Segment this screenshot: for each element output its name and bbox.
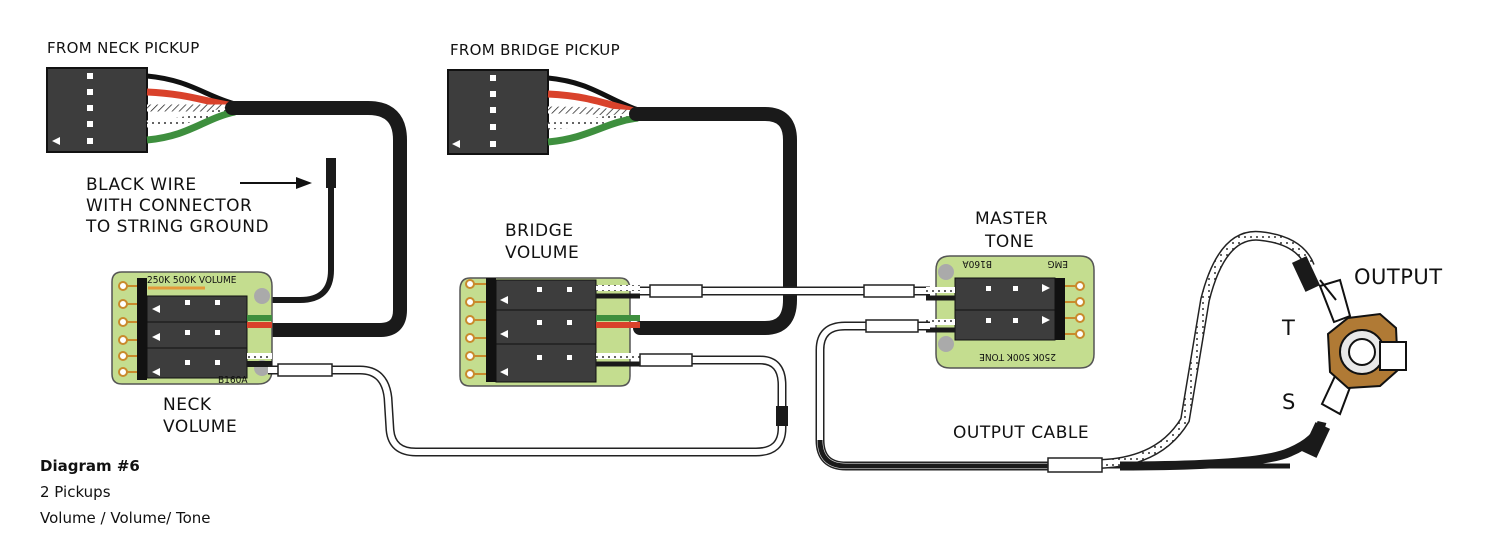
bridge-pickup-cable [629, 107, 797, 335]
neck-pot-spec-text: 250K 500K VOLUME [147, 275, 237, 286]
black-wire-label-3: TO STRING GROUND [85, 217, 269, 237]
tone-pot-brand: EMG [1048, 258, 1068, 269]
bridge-pickup-label: FROM BRIDGE PICKUP [450, 41, 620, 59]
neck-pot-terminals [118, 281, 137, 377]
legend-title: Diagram #6 [40, 457, 140, 475]
string-ground-wire [259, 167, 334, 303]
black-wire-label-2: WITH CONNECTOR [86, 196, 252, 216]
output-cable-shield [1099, 230, 1315, 469]
master-tone-label-2: TONE [984, 232, 1034, 252]
neck-pickup-wires [146, 73, 236, 144]
black-wire-label-1: BLACK WIRE [86, 175, 197, 195]
tone-pot-spec-text: 250K 500K TONE [979, 351, 1056, 362]
neck-pickup-cable [225, 101, 407, 337]
neck-pot-code: B160A [218, 375, 248, 386]
master-tone-pot: B160A EMG 250K 500K TONE [935, 255, 1095, 369]
neck-volume-label-2: VOLUME [163, 417, 237, 437]
neck-pickup-connector [46, 67, 148, 153]
neck-volume-label-1: NECK [163, 395, 212, 415]
tone-pot-wires [926, 287, 955, 333]
bridge-pickup-connector [447, 69, 549, 155]
neck-pot-wires [247, 315, 272, 367]
string-ground-connector [326, 158, 336, 188]
output-jack-icon [1318, 278, 1407, 416]
master-tone-label-1: MASTER [975, 209, 1048, 229]
output-cable-black [817, 439, 1290, 469]
output-cable-label: OUTPUT CABLE [953, 423, 1089, 443]
diagram-legend: Diagram #6 2 Pickups Volume / Volume/ To… [40, 453, 211, 531]
legend-line-2: Volume / Volume/ Tone [40, 509, 211, 527]
bridge-pot-wires [596, 285, 640, 367]
arrow-icon [240, 177, 312, 189]
output-cable-hot [1119, 420, 1327, 471]
neck-pickup-label: FROM NECK PICKUP [47, 39, 200, 57]
bridge-volume-label-2: VOLUME [505, 243, 579, 263]
tone-pot-code: B160A [962, 258, 992, 269]
neck-volume-pot: 250K 500K VOLUME B160A [111, 271, 273, 386]
output-label: OUTPUT [1354, 265, 1443, 289]
bridge-pickup-wires [547, 75, 639, 146]
legend-line-1: 2 Pickups [40, 483, 111, 501]
neck-wire-sleeve [277, 363, 333, 377]
bridge-volume-label-1: BRIDGE [505, 221, 574, 241]
tip-label: T [1281, 316, 1295, 340]
sleeve-label: S [1282, 390, 1296, 414]
